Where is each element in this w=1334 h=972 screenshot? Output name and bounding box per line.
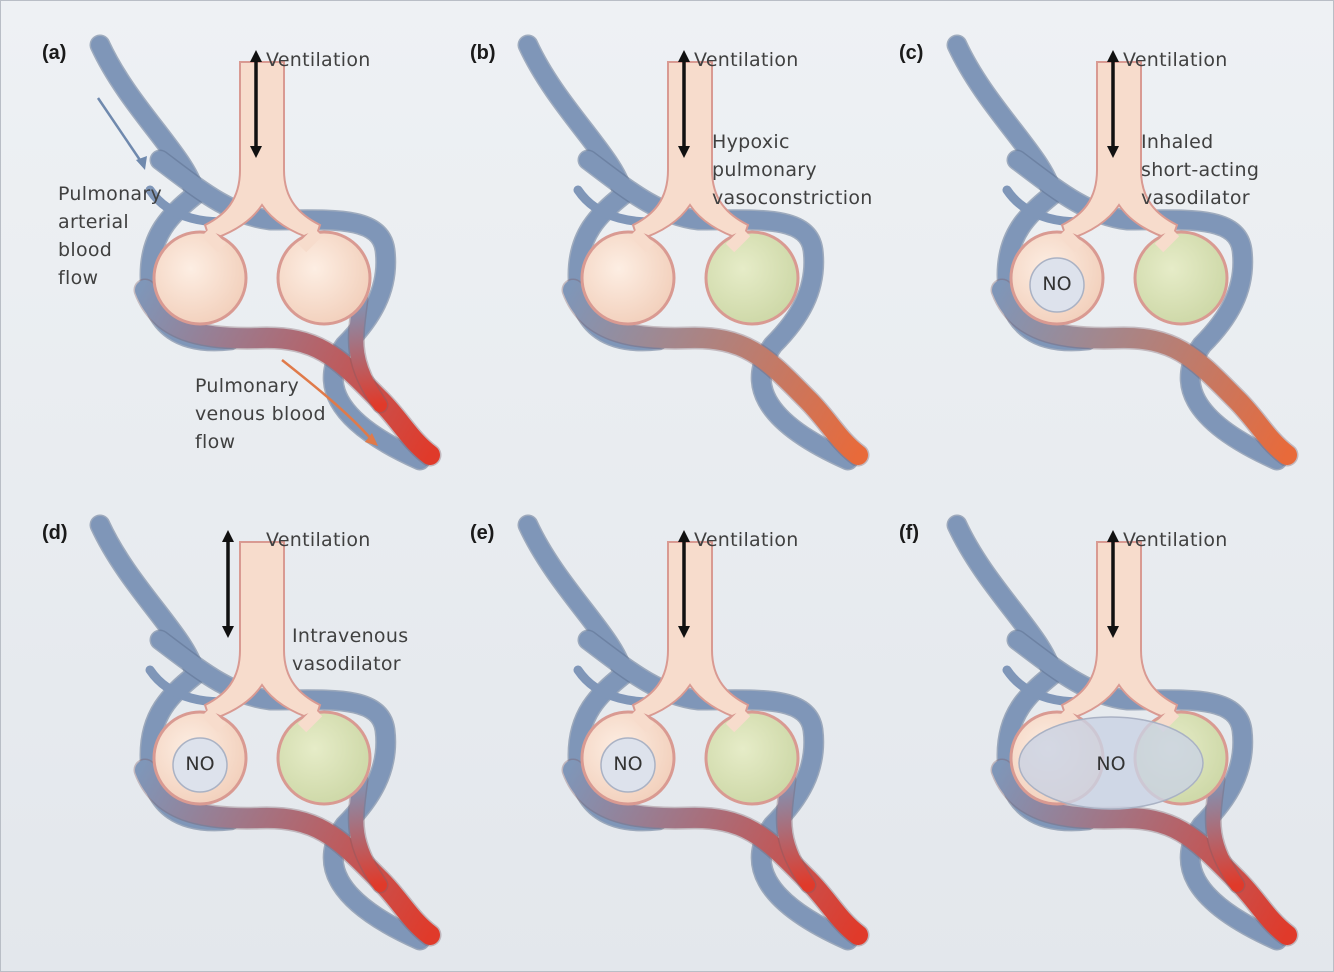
side-label-line: flow (58, 264, 162, 292)
bottom-label-line: Pulmonary (195, 372, 326, 400)
ventilation-label: Ventilation (1123, 526, 1228, 554)
side-label-line: vasoconstriction (712, 184, 873, 212)
side-label-line: short-acting (1141, 156, 1259, 184)
side-label-line: Pulmonary (58, 180, 162, 208)
panel-letter: (d) (42, 522, 68, 545)
alveolus-right-hypoxic (706, 712, 798, 804)
side-label-line: Hypoxic (712, 128, 873, 156)
panel-letter: (c) (899, 42, 923, 65)
alveolus-right-hypoxic (706, 232, 798, 324)
panel-letter: (a) (42, 42, 66, 65)
no-label: NO (1081, 753, 1141, 775)
ventilation-label: Ventilation (266, 526, 371, 554)
bottom-label-line: venous blood (195, 400, 326, 428)
panel-letter: (e) (470, 522, 494, 545)
side-label-line: Intravenous (292, 622, 408, 650)
no-label: NO (598, 753, 658, 775)
side-label: Intravenousvasodilator (292, 622, 408, 678)
ventilation-label: Ventilation (694, 526, 799, 554)
side-label: Pulmonaryarterialbloodflow (58, 180, 162, 292)
no-label: NO (1027, 273, 1087, 295)
alveolus-right-hypoxic (278, 712, 370, 804)
bottom-label: Pulmonaryvenous bloodflow (195, 372, 326, 456)
alveolus-right-hypoxic (1135, 232, 1227, 324)
side-label-line: Inhaled (1141, 128, 1259, 156)
side-label-line: blood (58, 236, 162, 264)
side-label: Hypoxicpulmonaryvasoconstriction (712, 128, 873, 212)
panel-letter: (f) (899, 522, 919, 545)
side-label-line: vasodilator (292, 650, 408, 678)
alveolus-left (582, 232, 674, 324)
side-label-line: vasodilator (1141, 184, 1259, 212)
side-label-line: arterial (58, 208, 162, 236)
bottom-label-line: flow (195, 428, 326, 456)
ventilation-label: Ventilation (1123, 46, 1228, 74)
ventilation-label: Ventilation (266, 46, 371, 74)
no-label: NO (170, 753, 230, 775)
side-label: Inhaledshort-actingvasodilator (1141, 128, 1259, 212)
ventilation-label: Ventilation (694, 46, 799, 74)
panel-letter: (b) (470, 42, 496, 65)
side-label-line: pulmonary (712, 156, 873, 184)
alveolus-right (278, 232, 370, 324)
alveolus-left (154, 232, 246, 324)
